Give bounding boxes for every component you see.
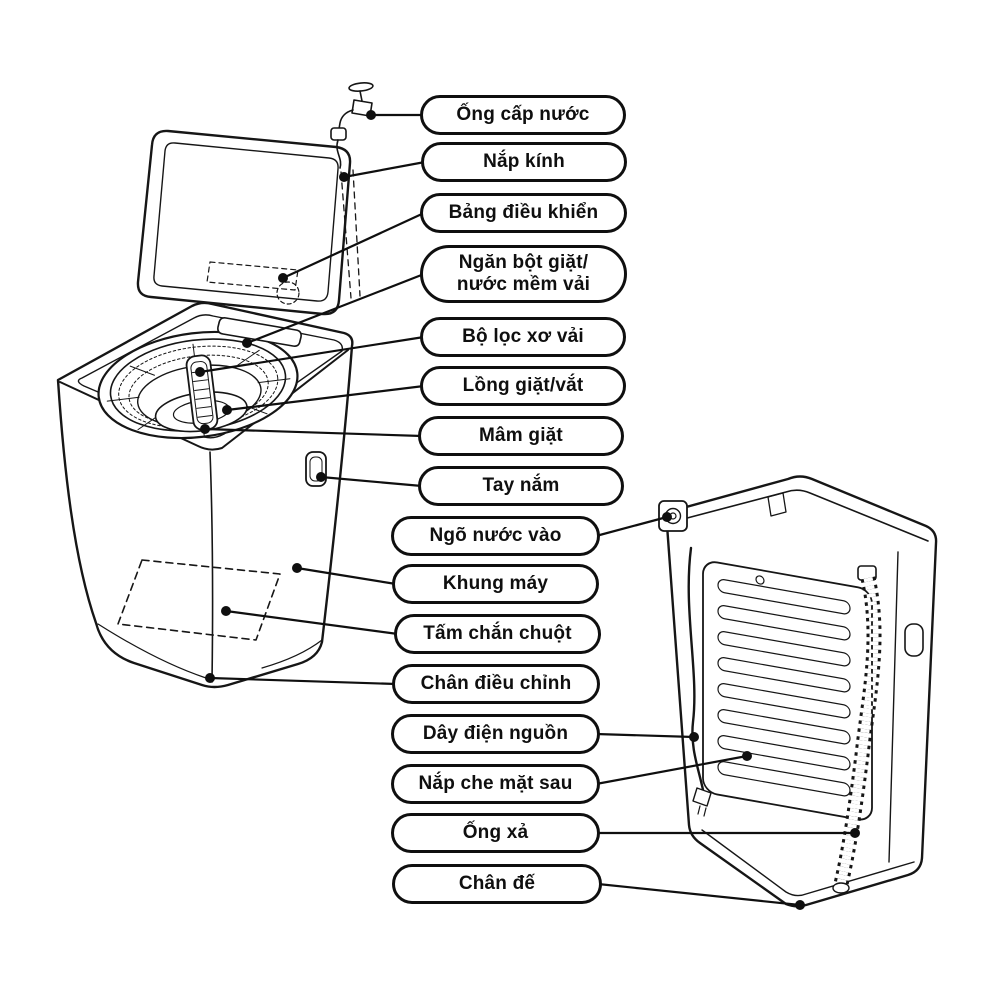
label-nap-kinh: Nắp kính [421, 142, 627, 182]
label-text: Chân đế [458, 873, 536, 895]
label-text: Bộ lọc xơ vải [462, 326, 584, 348]
leader-dot [221, 606, 231, 616]
water-inlet-drawing [658, 500, 688, 532]
leader-dot [222, 405, 232, 415]
label-text: Tay nắm [482, 475, 560, 497]
leader-dots [195, 110, 860, 910]
label-text: Ngăn bột giặt/ nước mềm vải [456, 252, 591, 295]
label-bo-loc-xo-vai: Bộ lọc xơ vải [420, 317, 626, 357]
leader-lines [198, 113, 857, 907]
tub-drawing [97, 330, 299, 440]
label-text: Lồng giặt/vắt [462, 375, 584, 397]
label-text: Khung máy [442, 573, 549, 595]
leader-dot [205, 673, 215, 683]
label-ong-xa: Ống xả [391, 813, 600, 853]
label-text: Nắp kính [483, 151, 565, 173]
leader-dot [795, 900, 805, 910]
label-chan-de: Chân đế [392, 864, 602, 904]
label-text: Bảng điều khiển [448, 202, 599, 224]
label-text: Dây điện nguồn [422, 723, 569, 745]
label-text: Ống cấp nước [456, 104, 590, 126]
leader-dot [339, 172, 349, 182]
leader-dot [366, 110, 376, 120]
leader-dot [278, 273, 288, 283]
leader-dot [850, 828, 860, 838]
label-text: Mâm giặt [479, 425, 563, 447]
washer-front-drawing [56, 301, 354, 689]
detergent-tray-drawing [217, 317, 302, 347]
label-ngan-bot-giat: Ngăn bột giặt/ nước mềm vải [420, 245, 627, 303]
rat-guard-drawing [117, 559, 281, 641]
label-ong-cap-nuoc: Ống cấp nước [420, 95, 626, 135]
label-tay-nam: Tay nắm [418, 466, 624, 506]
leader-dot [662, 512, 672, 522]
label-text: Chân điều chỉnh [420, 673, 572, 695]
washer-rear-drawing [658, 475, 938, 908]
drain-hose-drawing [832, 565, 882, 894]
label-ngo-nuoc-vao: Ngõ nước vào [391, 516, 600, 556]
leader-dot [200, 424, 210, 434]
label-nap-che-mat-sau: Nắp che mặt sau [391, 764, 600, 804]
leader-dot [316, 472, 326, 482]
label-long-giat-vat: Lồng giặt/vắt [420, 366, 626, 406]
label-khung-may: Khung máy [392, 564, 599, 604]
label-text: Nắp che mặt sau [418, 773, 573, 795]
label-tam-chan-chuot: Tấm chắn chuột [394, 614, 601, 654]
label-chan-dieu-chinh: Chân điều chỉnh [392, 664, 600, 704]
label-text: Tấm chắn chuột [423, 623, 572, 645]
label-mam-giat: Mâm giặt [418, 416, 624, 456]
leader-dot [242, 338, 252, 348]
leader-dot [689, 732, 699, 742]
leader-dot [742, 751, 752, 761]
label-bang-dieu-khien: Bảng điều khiển [420, 193, 627, 233]
lid-drawing [136, 129, 352, 316]
label-text: Ngõ nước vào [429, 525, 562, 547]
back-cover-drawing [702, 561, 873, 821]
label-text: Ống xả [462, 822, 529, 844]
leader-dot [292, 563, 302, 573]
leader-dot [195, 367, 205, 377]
label-day-dien-nguon: Dây điện nguồn [391, 714, 600, 754]
